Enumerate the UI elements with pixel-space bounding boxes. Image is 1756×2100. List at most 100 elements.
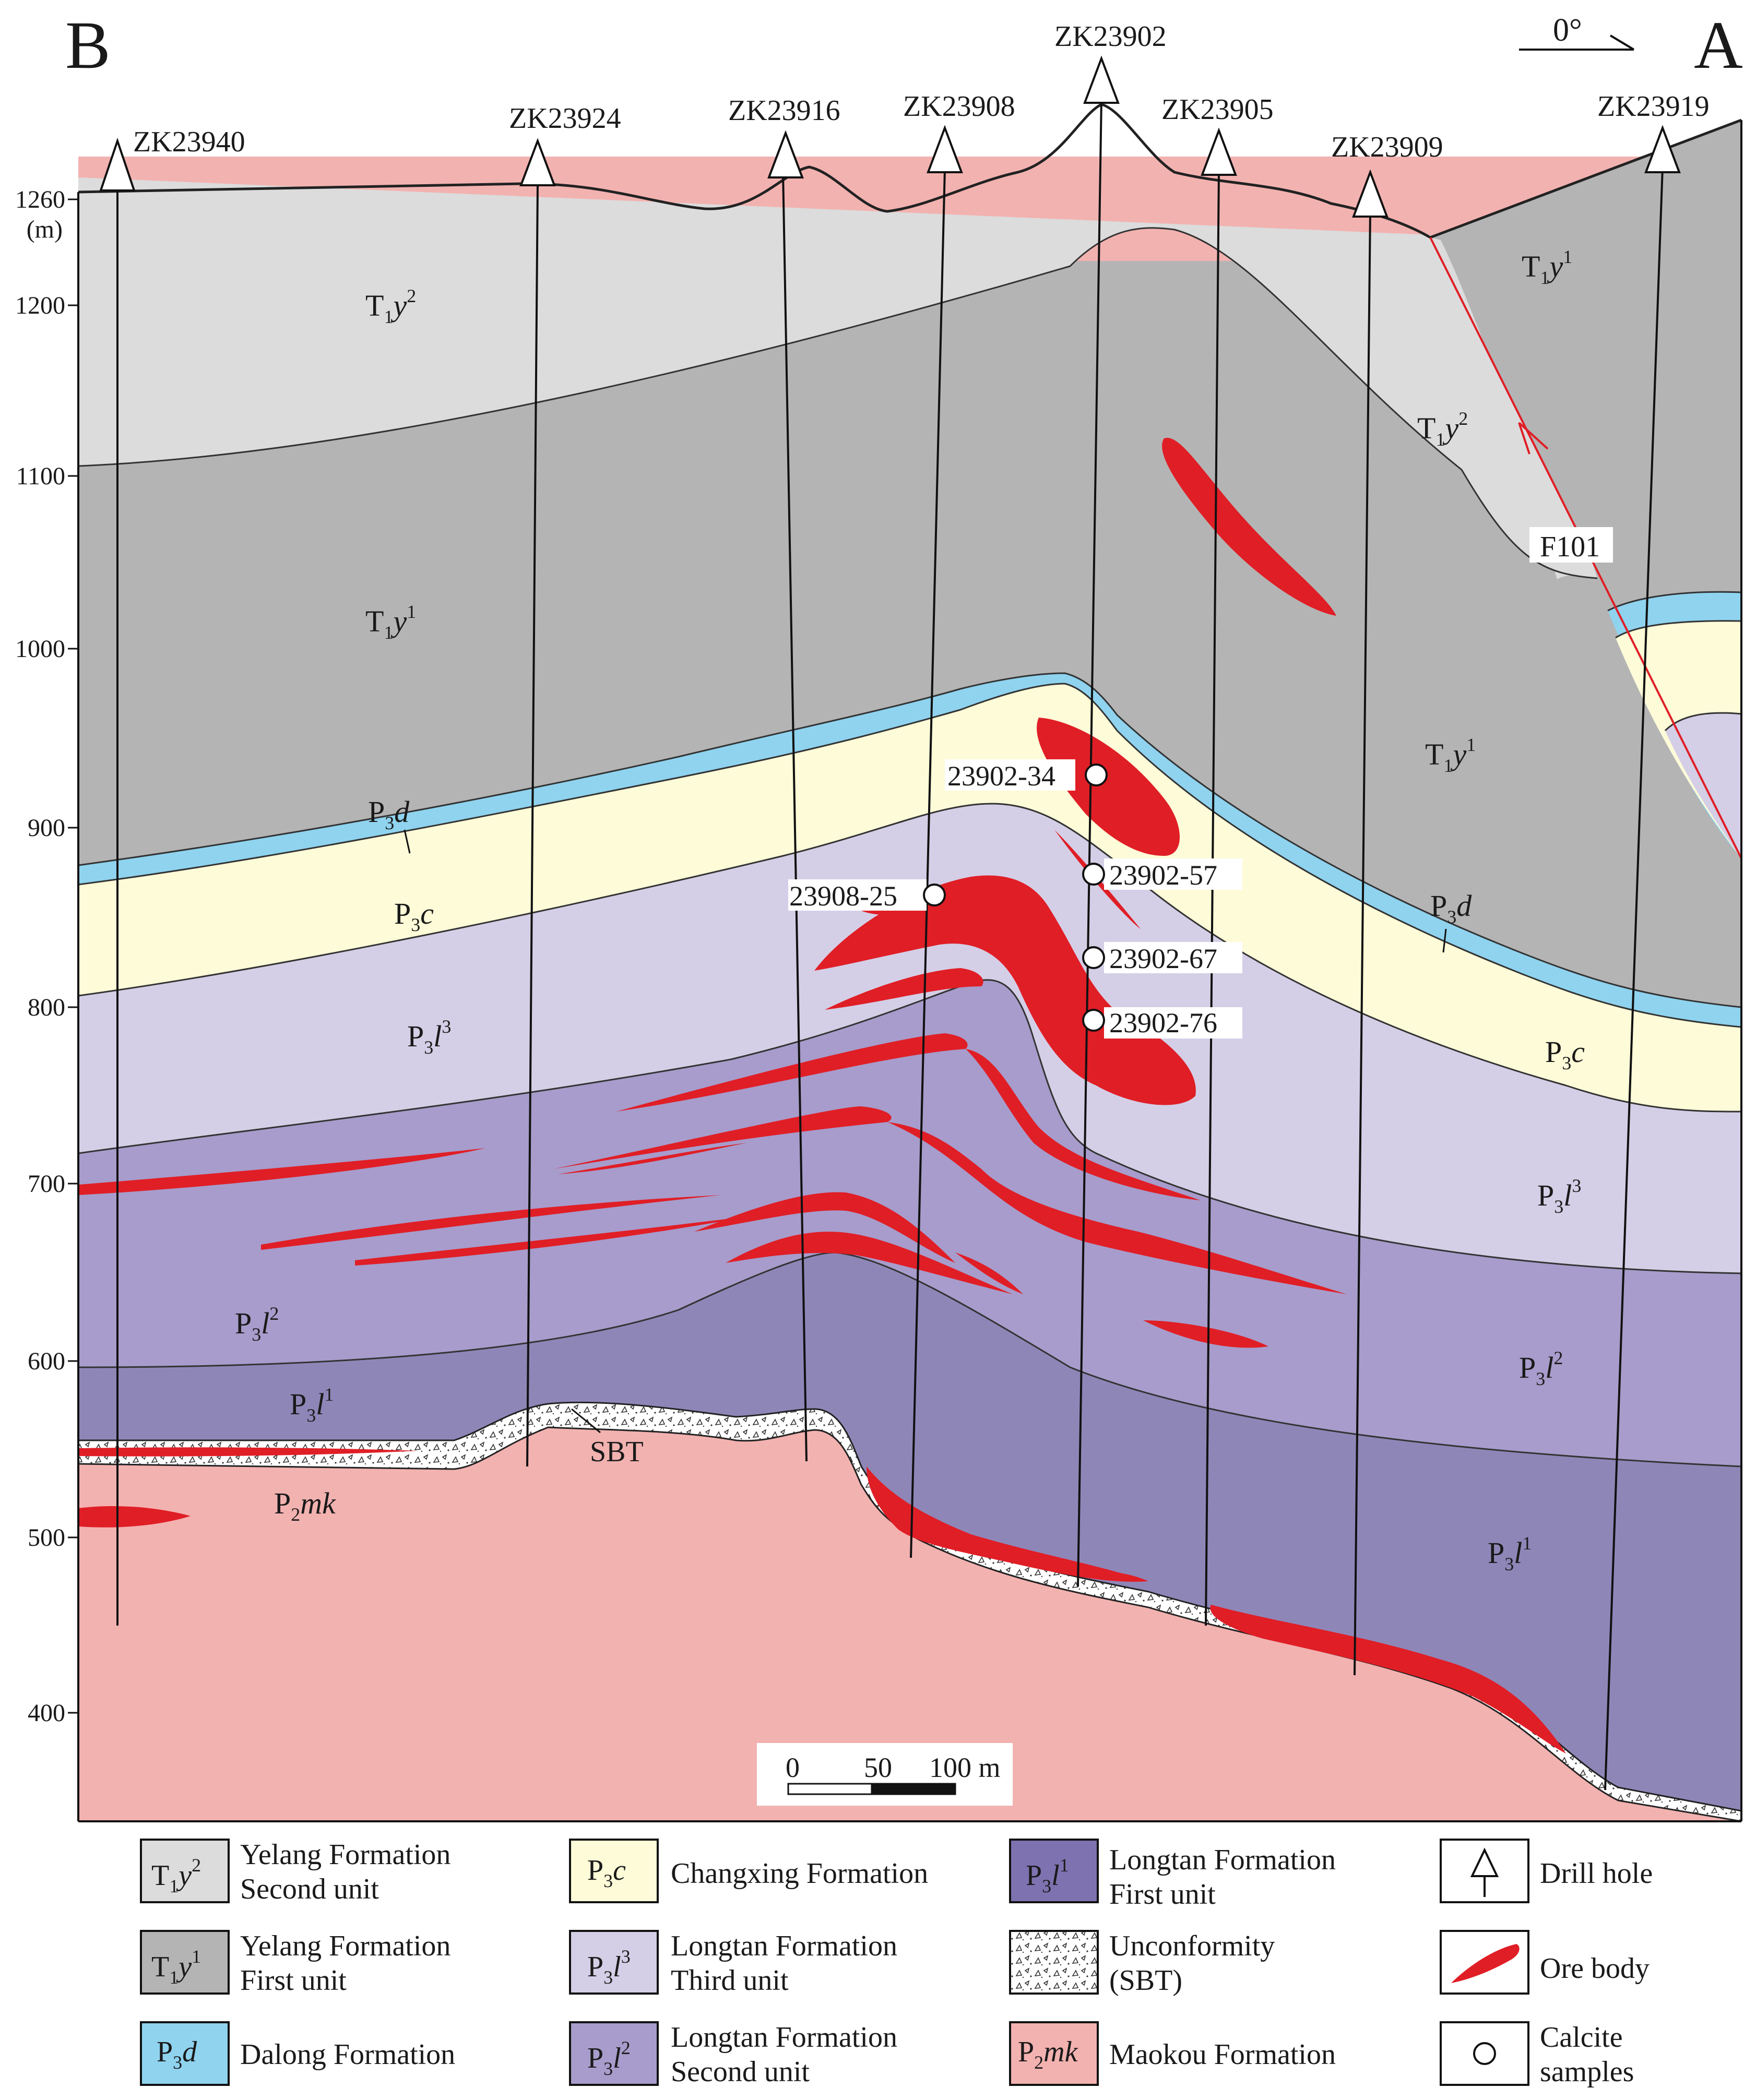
legend-swatch-calcite — [1440, 2021, 1529, 2086]
legend-label: (SBT) — [1109, 1964, 1182, 1997]
sample-label: 23902-76 — [1109, 1007, 1217, 1039]
legend-label: Yelang Formation — [240, 1839, 450, 1871]
unit-label-p3l1: P3l1 — [1488, 1533, 1532, 1574]
scale-tick: 50 — [864, 1752, 892, 1783]
section-end-label-b: B — [65, 8, 111, 83]
drill-holes — [116, 99, 1664, 1791]
calcite-sample-marker — [1082, 1009, 1105, 1032]
tick-label: 900 — [28, 814, 65, 842]
orientation-arrow: 0° — [1519, 13, 1635, 51]
legend-label: First unit — [240, 1964, 347, 1997]
legend-label: Second unit — [240, 1873, 379, 1905]
svg-text:P3l2: P3l2 — [587, 2037, 631, 2079]
tick-label: 800 — [28, 994, 65, 1021]
calcite-sample-marker — [1082, 946, 1105, 969]
sample-label: 23908-25 — [789, 880, 897, 912]
axis-unit: (m) — [27, 216, 63, 243]
legend-swatch-p3l3 — [569, 1930, 659, 1995]
drill-hole-label: ZK23924 — [509, 102, 621, 135]
drill-hole-icon — [927, 125, 963, 173]
legend-label: First unit — [1109, 1878, 1216, 1911]
legend-swatch-sbt — [1009, 1930, 1099, 1995]
legend-swatch-p3l2 — [569, 2021, 659, 2086]
unit-label-t1y1: T1y1 — [365, 601, 416, 643]
svg-text:T1y1: T1y1 — [151, 1946, 201, 1988]
svg-text:P2mk: P2mk — [1018, 2036, 1078, 2073]
drill-hole-label: ZK23905 — [1161, 93, 1274, 126]
drill-hole-markers — [99, 55, 1681, 218]
drill-hole-icon — [99, 137, 136, 192]
calcite-sample-marker — [1082, 863, 1105, 886]
legend-swatch-p2mk — [1009, 2021, 1099, 2086]
scale-tick: 100 m — [929, 1752, 1001, 1783]
unit-label-t1y2: T1y2 — [1417, 408, 1468, 450]
legend-label: Changxing Formation — [671, 1857, 928, 1890]
ore-body-icon — [1451, 1944, 1520, 1983]
tick-label: 600 — [28, 1347, 65, 1375]
drill-hole-label: ZK23919 — [1597, 90, 1710, 123]
ore-bodies — [78, 438, 1566, 1753]
legend-swatch-p3d — [140, 2021, 230, 2086]
legend-label: Longtan Formation — [1109, 1844, 1336, 1876]
tick-label: 1100 — [16, 462, 65, 490]
surface-line — [78, 103, 1742, 239]
sbt-label: SBT — [590, 1436, 644, 1468]
scale-tick: 0 — [786, 1752, 800, 1783]
tick-label: 700 — [28, 1170, 65, 1198]
unit-label-p3l1: P3l1 — [290, 1384, 334, 1426]
unit-label-t1y1: T1y1 — [1522, 246, 1572, 288]
legend-label: Yelang Formation — [240, 1930, 450, 1962]
unit-label-p3c: P3c — [1545, 1035, 1585, 1073]
unit-label-p2mk: P2mk — [274, 1486, 336, 1525]
unit-t1y2 — [78, 177, 1597, 578]
drill-hole-icon — [1201, 127, 1237, 176]
drill-hole-label: ZK23909 — [1331, 131, 1443, 163]
calcite-sample-marker — [1085, 763, 1108, 786]
legend-label: Dalong Formation — [240, 2038, 455, 2071]
svg-text:P3d: P3d — [157, 2036, 197, 2073]
sample-label: 23902-57 — [1109, 860, 1217, 891]
sample-label: 23902-67 — [1109, 943, 1217, 974]
drill-hole-label: ZK23940 — [133, 126, 245, 158]
legend-label: Calcite — [1540, 2021, 1623, 2054]
unit-t1y1 — [78, 261, 1741, 1007]
drill-hole-label: ZK23916 — [728, 94, 840, 127]
fault-label: F101 — [1540, 531, 1600, 563]
calcite-sample-icon — [1473, 2042, 1496, 2065]
drill-hole-icon — [519, 138, 556, 186]
legend-swatch-p3c — [569, 1839, 659, 1903]
legend-label: Drill hole — [1540, 1857, 1653, 1890]
unit-label-p3d: P3d — [1430, 889, 1472, 927]
legend-swatch-p3l1 — [1009, 1839, 1099, 1903]
legend-label: Longtan Formation — [671, 2021, 897, 2054]
tick-label: 400 — [28, 1699, 65, 1727]
section-end-label-a: A — [1694, 8, 1743, 83]
svg-text:T1y2: T1y2 — [151, 1855, 201, 1896]
svg-text:P3l3: P3l3 — [587, 1946, 631, 1988]
unit-label-p3d: P3d — [368, 795, 410, 833]
legend-label: Third unit — [671, 1964, 789, 1997]
unit-label-p3l3: P3l3 — [407, 1016, 451, 1058]
tick-label: 1000 — [15, 635, 65, 663]
drill-hole-label: ZK23902 — [1054, 20, 1167, 53]
unit-label-p3l3: P3l3 — [1537, 1175, 1581, 1217]
sample-label: 23902-34 — [947, 760, 1055, 792]
drill-hole-icon — [1352, 169, 1389, 218]
calcite-samples: 23902-34 23902-57 23908-25 23902-67 2390… — [788, 759, 1242, 1039]
legend-label: Longtan Formation — [671, 1930, 897, 1962]
legend-swatch-t1y2 — [140, 1839, 230, 1903]
legend-swatch-t1y1 — [140, 1930, 230, 1995]
drill-hole-icon — [767, 130, 804, 178]
svg-text:P3c: P3c — [587, 1854, 626, 1891]
legend-label: Maokou Formation — [1109, 2038, 1336, 2071]
unit-label-t1y2: T1y2 — [365, 285, 416, 327]
drill-hole-icon — [1644, 125, 1681, 173]
svg-text:P3l1: P3l1 — [1026, 1855, 1069, 1896]
tick-label: 500 — [28, 1524, 65, 1552]
unit-label-p3c: P3c — [394, 897, 434, 935]
drill-hole-label: ZK23908 — [903, 90, 1015, 123]
fault-f101: F101 — [1429, 237, 1742, 859]
legend-label: Unconformity — [1109, 1930, 1275, 1962]
elevation-axis: 1260 (m) 1200 1100 1000 900 800 700 600 … — [15, 186, 78, 1727]
